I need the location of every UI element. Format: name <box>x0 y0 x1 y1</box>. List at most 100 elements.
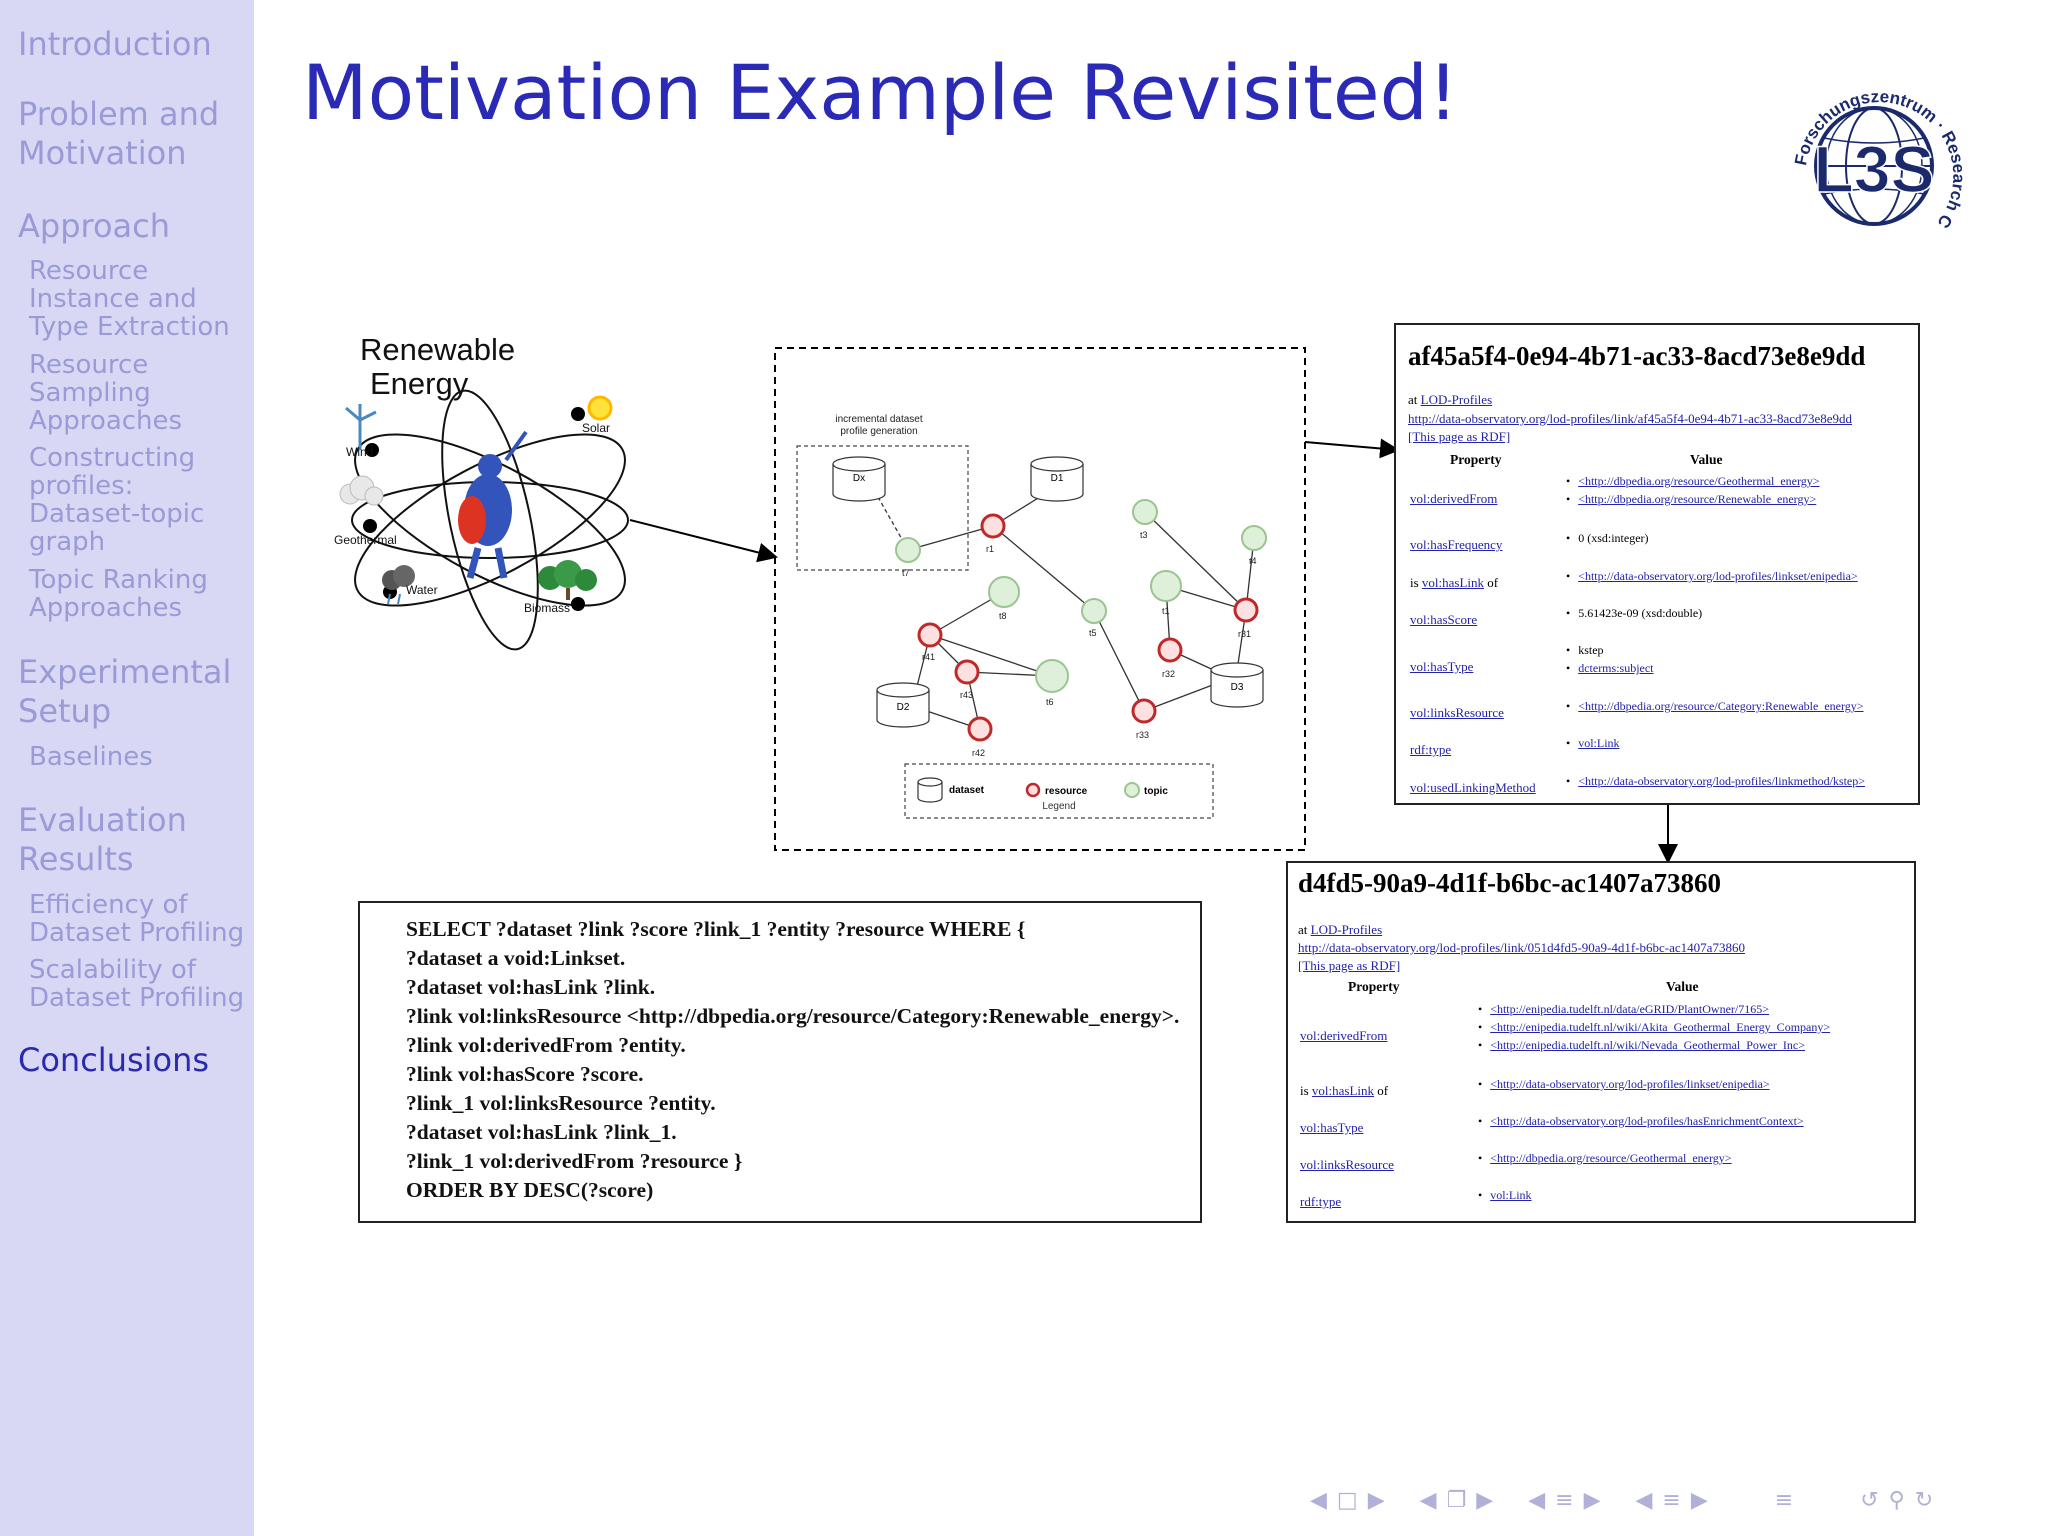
sidebar-item-constructing-profiles-l4[interactable]: graph <box>29 527 106 557</box>
query-line: ?dataset vol:hasLink ?link. <box>406 975 656 999</box>
sidebar-section-experimental-line2[interactable]: Setup <box>18 692 112 730</box>
label-r43: r43 <box>960 690 973 700</box>
query-line: ?dataset a void:Linkset. <box>406 946 626 970</box>
panel1-url-link[interactable]: http://data-observatory.org/lod-profiles… <box>1408 411 1853 426</box>
sidebar-section-evaluation[interactable]: Evaluation <box>18 801 187 839</box>
sun-icon <box>587 395 613 421</box>
panel1-prop-haslink-link[interactable]: vol:hasLink <box>1421 575 1485 590</box>
sidebar-item-baselines[interactable]: Baselines <box>29 742 153 772</box>
panel2-val-linksresource[interactable]: <http://dbpedia.org/resource/Geothermal_… <box>1478 1151 1731 1166</box>
nav-outline-icon[interactable]: ≡ <box>1774 1488 1794 1513</box>
sidebar-item-resource-instance-l2[interactable]: Instance and <box>29 284 197 314</box>
topic-node-t7 <box>895 537 921 563</box>
sparql-query-box: SELECT ?dataset ?link ?score ?link_1 ?en… <box>358 901 1202 1223</box>
nav-next-subsection-icon[interactable]: ▶ <box>1476 1488 1494 1513</box>
panel1-prop-linksresource[interactable]: vol:linksResource <box>1410 705 1504 720</box>
sidebar-section-conclusions[interactable]: Conclusions <box>18 1041 210 1079</box>
panel1-val-usedlinkingmethod[interactable]: <http://data-observatory.org/lod-profile… <box>1566 774 1865 789</box>
panel1-at: at <box>1408 392 1418 407</box>
panel2-prop-haslink-link[interactable]: vol:hasLink <box>1311 1083 1375 1098</box>
topic-node-t5 <box>1081 598 1107 624</box>
nav-prev-doc-icon[interactable]: ◀ <box>1635 1488 1653 1513</box>
panel2-prop-linksresource[interactable]: vol:linksResource <box>1300 1157 1394 1172</box>
panel1-prop-usedlinkingmethod[interactable]: vol:usedLinkingMethod <box>1410 780 1536 795</box>
label-r1: r1 <box>986 544 994 554</box>
sidebar-item-resource-instance-l3[interactable]: Type Extraction <box>29 312 230 342</box>
sidebar-section-problem[interactable]: Problem and <box>18 95 220 133</box>
sidebar-item-resource-instance[interactable]: Resource <box>29 256 149 286</box>
sidebar-item-resource-sampling-l3[interactable]: Approaches <box>29 406 183 436</box>
nav-next-doc-icon[interactable]: ▶ <box>1690 1488 1708 1513</box>
nav-search-icon[interactable]: ⚲ <box>1888 1488 1905 1513</box>
nav-doc-icon[interactable]: ≡ <box>1662 1488 1681 1513</box>
sidebar-item-scalability-l2[interactable]: Dataset Profiling <box>29 983 245 1013</box>
resource-node-r43 <box>954 659 980 685</box>
nav-next-section-icon[interactable]: ▶ <box>1583 1488 1601 1513</box>
sidebar-item-efficiency[interactable]: Efficiency of <box>29 890 188 920</box>
panel1-prop-haslink-prefix: is <box>1410 575 1419 590</box>
panel1-rdf-link[interactable]: [This page as RDF] <box>1408 429 1511 444</box>
graph-resource-nodes <box>917 513 1259 742</box>
nav-next-frame-icon[interactable]: ▶ <box>1367 1488 1385 1513</box>
sidebar-item-constructing-profiles-l2[interactable]: profiles: <box>29 471 134 501</box>
panel2-url-link[interactable]: http://data-observatory.org/lod-profiles… <box>1298 940 1745 955</box>
legend-dataset: dataset <box>949 785 985 796</box>
dataset-node-dx: Dx <box>832 456 886 502</box>
panel1-val-rdftype[interactable]: vol:Link <box>1566 736 1619 751</box>
query-line: ?dataset vol:hasLink ?link_1. <box>406 1120 677 1144</box>
nav-frame-icon[interactable]: □ <box>1336 1488 1358 1513</box>
panel1-prop-haslink: is vol:hasLink of <box>1410 575 1498 591</box>
nav-prev-section-icon[interactable]: ◀ <box>1528 1488 1546 1513</box>
panel2-val-derivedfrom-2[interactable]: <http://enipedia.tudelft.nl/wiki/Akita_G… <box>1478 1020 1830 1035</box>
nav-prev-subsection-icon[interactable]: ◀ <box>1419 1488 1437 1513</box>
sidebar-section-evaluation-line2[interactable]: Results <box>18 840 134 878</box>
sidebar-item-resource-sampling-l2[interactable]: Sampling <box>29 378 151 408</box>
nav-prev-frame-icon[interactable]: ◀ <box>1310 1488 1327 1513</box>
sidebar-section-experimental[interactable]: Experimental <box>18 653 232 691</box>
sidebar-item-efficiency-l2[interactable]: Dataset Profiling <box>29 918 245 948</box>
graph-topic-nodes <box>895 499 1267 693</box>
nav-back-icon[interactable]: ↺ <box>1860 1488 1879 1513</box>
topic-node-t3 <box>1132 499 1158 525</box>
panel1-val-hastype-2[interactable]: dcterms:subject <box>1566 661 1653 676</box>
panel1-val-haslink[interactable]: <http://data-observatory.org/lod-profile… <box>1566 569 1857 584</box>
panel1-val-linksresource[interactable]: <http://dbpedia.org/resource/Category:Re… <box>1566 699 1863 714</box>
panel2-prop-hastype[interactable]: vol:hasType <box>1300 1120 1364 1135</box>
sidebar-item-constructing-profiles-l3[interactable]: Dataset-topic <box>29 499 205 529</box>
sidebar-item-resource-sampling[interactable]: Resource <box>29 350 149 380</box>
panel1-prop-hasscore[interactable]: vol:hasScore <box>1410 612 1478 627</box>
panel1-val-derivedfrom-2[interactable]: <http://dbpedia.org/resource/Renewable_e… <box>1566 492 1816 507</box>
panel2-col-value: Value <box>1666 979 1699 994</box>
label-t5: t5 <box>1089 628 1097 638</box>
nav-section-icon[interactable]: ≡ <box>1555 1488 1574 1513</box>
panel1-source-line: at LOD-Profiles <box>1408 392 1492 408</box>
topic-node-t6 <box>1035 659 1069 693</box>
panel2-val-derivedfrom-3[interactable]: <http://enipedia.tudelft.nl/wiki/Nevada_… <box>1478 1038 1805 1053</box>
sidebar-item-topic-ranking-l2[interactable]: Approaches <box>29 593 183 623</box>
panel2-source-link[interactable]: LOD-Profiles <box>1310 922 1383 937</box>
sidebar-section-problem-line2[interactable]: Motivation <box>18 134 187 172</box>
panel1-val-derivedfrom-1[interactable]: <http://dbpedia.org/resource/Geothermal_… <box>1566 474 1819 489</box>
panel1-source-link[interactable]: LOD-Profiles <box>1420 392 1493 407</box>
legend-caption: Legend <box>1042 801 1075 812</box>
resource-node-r31 <box>1233 597 1259 623</box>
lod-profile-panel-2: d4fd5-90a9-4d1f-b6bc-ac1407a73860 at LOD… <box>1286 861 1916 1223</box>
panel2-rdf-link[interactable]: [This page as RDF] <box>1298 958 1401 973</box>
panel2-val-derivedfrom-1[interactable]: <http://enipedia.tudelft.nl/data/eGRID/P… <box>1478 1002 1769 1017</box>
sidebar-item-topic-ranking[interactable]: Topic Ranking <box>29 565 208 595</box>
panel2-prop-derivedfrom[interactable]: vol:derivedFrom <box>1300 1028 1388 1043</box>
sidebar-section-introduction[interactable]: Introduction <box>18 25 212 63</box>
panel1-prop-rdftype[interactable]: rdf:type <box>1410 742 1452 757</box>
sidebar-item-constructing-profiles[interactable]: Constructing <box>29 443 196 473</box>
panel2-val-rdftype[interactable]: vol:Link <box>1478 1188 1531 1203</box>
nav-subsection-icon[interactable]: ❐ <box>1446 1488 1467 1513</box>
panel2-val-haslink[interactable]: <http://data-observatory.org/lod-profile… <box>1478 1077 1769 1092</box>
panel1-prop-derivedfrom[interactable]: vol:derivedFrom <box>1410 491 1498 506</box>
panel1-prop-hasfrequency[interactable]: vol:hasFrequency <box>1410 537 1503 552</box>
sidebar-section-approach[interactable]: Approach <box>18 207 171 245</box>
panel2-prop-rdftype[interactable]: rdf:type <box>1300 1194 1342 1209</box>
sidebar-item-scalability[interactable]: Scalability of <box>29 955 196 985</box>
panel1-prop-hastype[interactable]: vol:hasType <box>1410 659 1474 674</box>
nav-forward-icon[interactable]: ↻ <box>1914 1488 1934 1513</box>
panel2-val-hastype[interactable]: <http://data-observatory.org/lod-profile… <box>1478 1114 1803 1129</box>
